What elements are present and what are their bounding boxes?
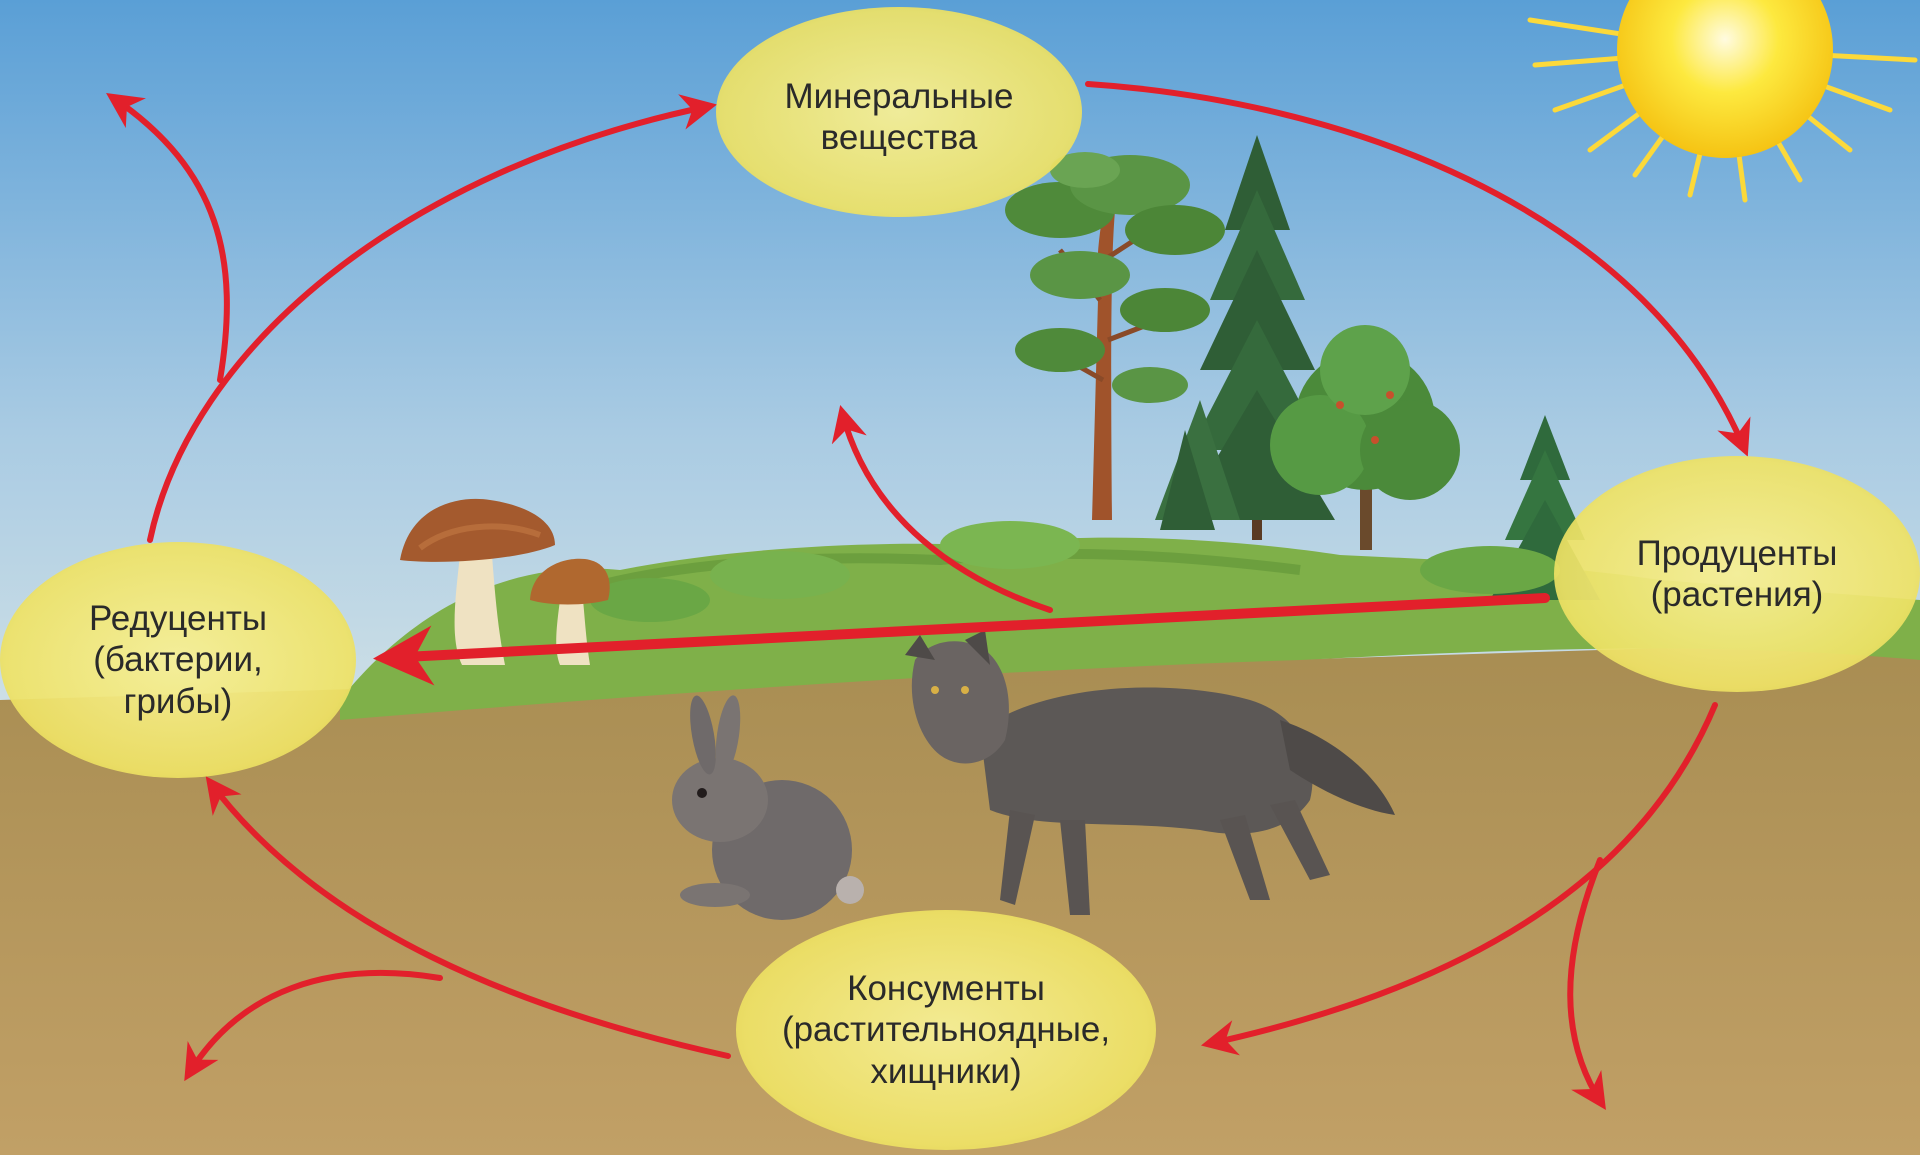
node-reducers: Редуценты (бактерии, грибы) — [0, 542, 356, 778]
node-producers: Продуценты (растения) — [1554, 455, 1920, 693]
node-mineral-substances: Минеральные вещества — [716, 8, 1082, 226]
node-consumers: Консументы (растительноядные, хищники) — [736, 910, 1156, 1150]
node-label: Консументы (растительноядные, хищники) — [782, 968, 1110, 1092]
node-label: Продуценты (растения) — [1637, 533, 1838, 616]
node-label: Минеральные вещества — [784, 76, 1013, 159]
node-label: Редуценты (бактерии, грибы) — [89, 598, 267, 722]
